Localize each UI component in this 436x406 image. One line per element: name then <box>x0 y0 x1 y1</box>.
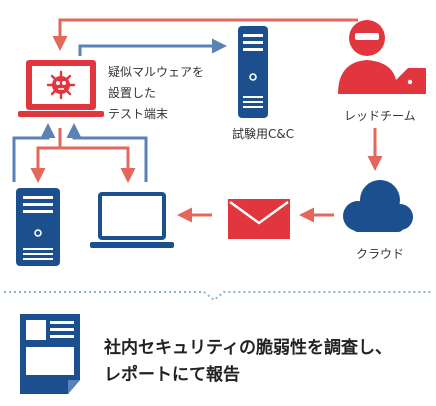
flow-arrow-red-team-to-test <box>52 18 358 51</box>
server-tower-icon <box>16 188 60 266</box>
flow-arrow-test-to-server <box>30 128 62 183</box>
email-icon <box>228 199 290 239</box>
malware-laptop-icon <box>18 60 104 117</box>
cloud-label: クラウド <box>356 247 405 261</box>
summary-line: 社内セキュリティの脆弱性を調査し、 <box>104 338 392 358</box>
laptop-icon <box>90 192 174 248</box>
summary-text: 社内セキュリティの脆弱性を調査し、 レポートにて報告 <box>104 335 392 389</box>
flow-arrow-test-to-cc <box>78 38 227 56</box>
cc-server-icon <box>238 26 268 118</box>
test-terminal-label-line: テスト端末 <box>108 107 169 121</box>
test-terminal-label-line: 設置した <box>108 86 157 100</box>
flow-arrow-server-to-test <box>12 123 56 182</box>
flow-arrow-laptop-to-test <box>66 123 148 182</box>
report-document-icon <box>20 314 80 394</box>
cc-server-label: 試験用C&C <box>232 127 295 141</box>
summary-line: レポートにて報告 <box>104 365 240 385</box>
red-team-label: レッドチーム <box>344 109 416 123</box>
virus-icon <box>46 70 76 100</box>
test-terminal-label: 疑似マルウェアを 設置した テスト端末 <box>108 62 204 125</box>
cloud-icon <box>343 180 413 232</box>
red-team-hacker-icon <box>338 20 426 94</box>
flow-arrow-test-to-laptop <box>60 146 136 183</box>
dotted-divider <box>4 291 432 302</box>
test-terminal-label-line: 疑似マルウェアを <box>108 65 205 79</box>
